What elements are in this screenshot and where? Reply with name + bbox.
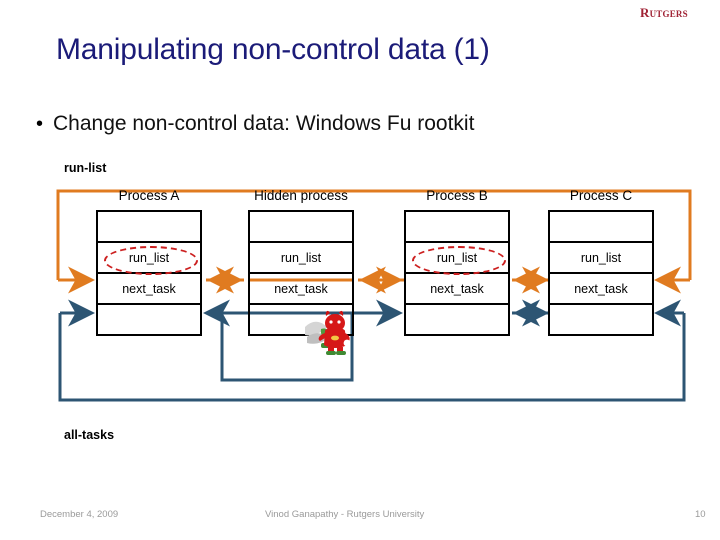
- cell-label: run_list: [580, 250, 622, 265]
- bullet-list-item: • Change non-control data: Windows Fu ro…: [36, 112, 696, 136]
- process-title: Process B: [426, 188, 488, 203]
- process-cell-run-list: run_list: [250, 243, 352, 274]
- run-list-chain: [56, 189, 692, 294]
- cell-label: next_task: [274, 281, 328, 296]
- process-cell-next-task: next_task: [550, 274, 652, 305]
- process-cell-next-task: next_task: [406, 274, 508, 305]
- footer-page-number: 10: [695, 509, 706, 520]
- footer-author: Vinod Ganapathy - Rutgers University: [265, 509, 425, 520]
- process-title: Process A: [118, 188, 180, 203]
- process-title: Hidden process: [254, 188, 348, 203]
- process-cell: [406, 305, 508, 336]
- cell-label: next_task: [574, 281, 628, 296]
- process-cell: [550, 305, 652, 336]
- process-box: run_list next_task: [248, 210, 354, 355]
- process-box: run_list next_task: [96, 210, 202, 336]
- rutgers-logo: Rutgers: [640, 5, 688, 20]
- bullet-marker-icon: •: [36, 113, 44, 135]
- process-cell-run-list: run_list: [406, 243, 508, 275]
- page-title: Manipulating non-control data (1): [56, 33, 490, 66]
- process-cell: [250, 212, 352, 243]
- all-tasks-chain: [58, 299, 686, 402]
- process-cell-run-list: run_list: [98, 243, 200, 275]
- cell-label: run_list: [280, 250, 322, 265]
- process-box: run_list next_task: [548, 210, 654, 336]
- process-cell: [98, 305, 200, 336]
- process-linked-list-diagram: Process A run_list next_task Hidden proc…: [0, 180, 720, 410]
- run-list-label: run-list: [64, 161, 107, 175]
- process-cell: [98, 212, 200, 243]
- process-cell-run-list: run_list: [550, 243, 652, 274]
- cell-label: run_list: [436, 250, 478, 265]
- diagram-connectors: [56, 189, 692, 402]
- process-cell: [550, 212, 652, 243]
- all-tasks-label: all-tasks: [64, 428, 115, 442]
- footer-date: December 4, 2009: [40, 509, 119, 520]
- process-cell: [406, 212, 508, 243]
- bullet-text: Change non-control data: Windows Fu root…: [53, 112, 475, 135]
- process-box: run_list next_task: [404, 210, 510, 336]
- process-title: Process C: [569, 188, 633, 203]
- process-cell-next-task: next_task: [98, 274, 200, 305]
- cell-label: next_task: [122, 281, 176, 296]
- cell-label: next_task: [430, 281, 484, 296]
- process-cell: [250, 305, 352, 355]
- cell-label: run_list: [128, 250, 170, 265]
- process-cell-next-task: next_task: [250, 274, 352, 305]
